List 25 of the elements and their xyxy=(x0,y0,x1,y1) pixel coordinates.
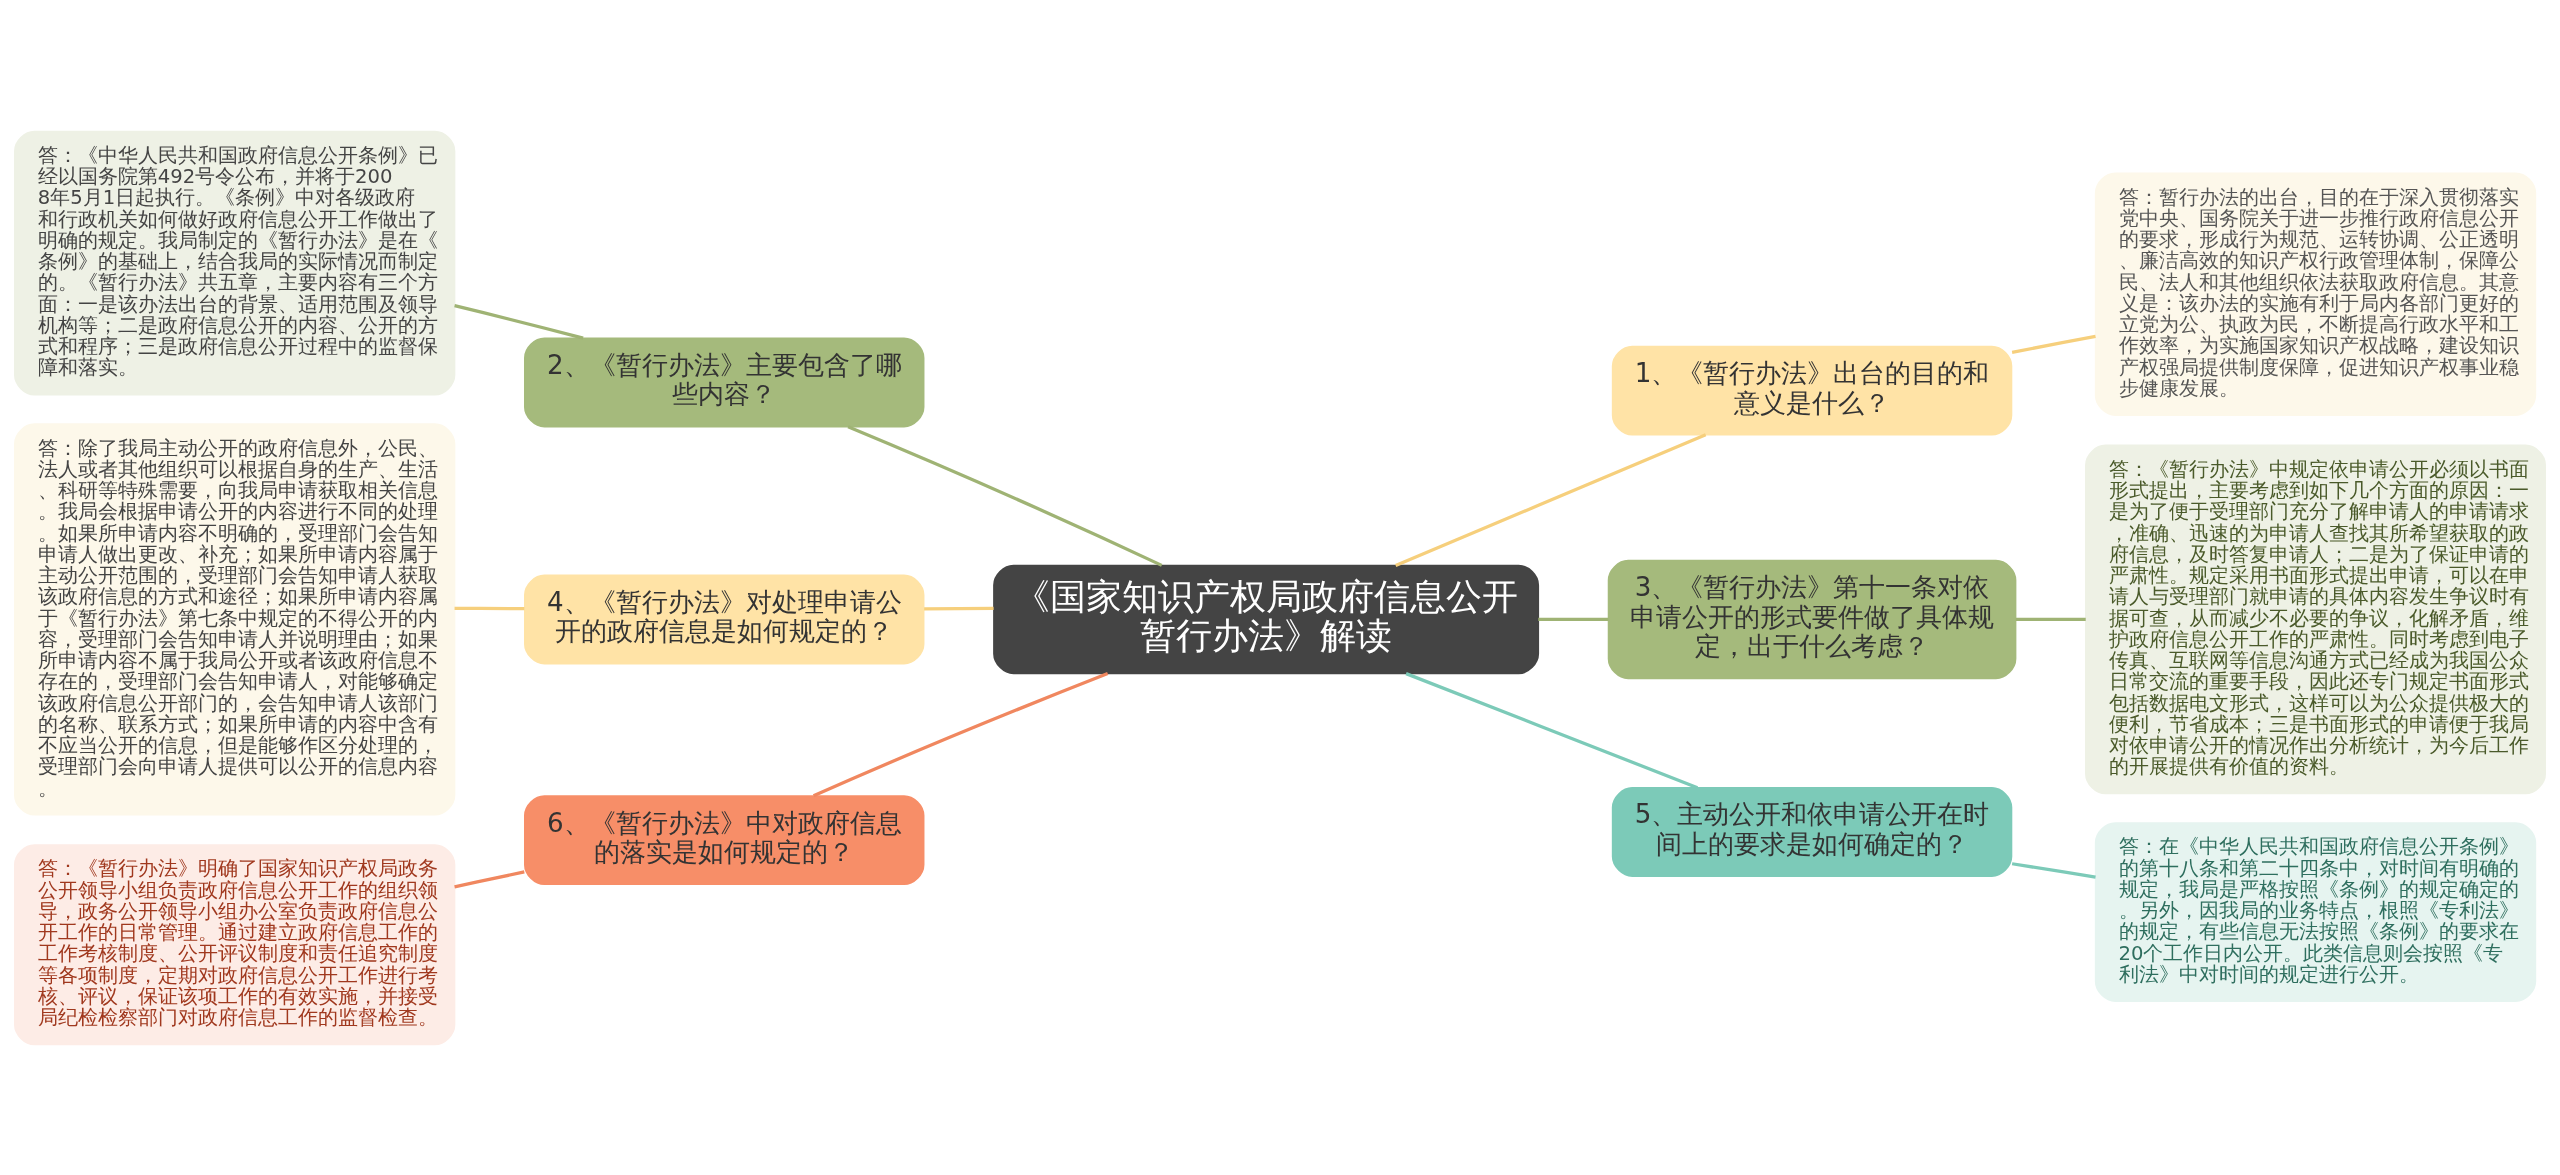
node-box: 3、《暂行办法》第十一条对依申请公开的形式要件做了具体规定，出于什么考虑？ xyxy=(1607,559,2017,679)
connector xyxy=(2011,334,2096,354)
connector xyxy=(847,424,1163,567)
node-box: 答：暂行办法的出台，目的在于深入贯彻落实党中央、国务院关于进一步推行政府信息公开的要求，形成行为规范、运转协调、公正透明、廉洁高效的知识产权行政管理体制，保障公民、法人和其他组织依法获取政府信息。其意义是：该办法的实施有利于局内各部门更好的立党为公、执政为民，不断提高行政水平和工作效率，为实施国家知识产权战略，建设知识产权强局提供制度保障，促进知识产权事业稳步健康发展。 xyxy=(2094,171,2537,416)
node-box: 答：在《中华人民共和国政府信息公开条例》的第十八条和第二十四条中，对时间有明确的规定，我局是严格按照《条例》的规定确定的。另外，因我局的业务特点，根照《专利法》的规定，有些信息无法按照《条例》的要求在20个工作日内公开。此类信息则会按照《专利法》中对时间的规定进行公开。 xyxy=(2094,821,2537,1002)
connector xyxy=(2015,617,2086,621)
node-box: 答：《暂行办法》中规定依申请公开必须以书面形式提出，主要考虑到如下几个方面的原因：一是为了便于受理部门充分了解申请人的申请请求，准确、迅速的为申请人查找其所希望获取的政府信息，及时答复申请人；二是为了保证申请的严肃性。规定采用书面形式提出申请，可以在申请人与受理部门就申请的具体内容发生争议时有据可查，从而减少不必要的争议，化解矛盾，维护政府信息公开工作的严肃性。同时考虑到电子传真、互联网等信息沟通方式已经成为我国公众日常交流的重要手段，因此还专门规定书面形式包括数据电文形式，这样可以为公众提供极大的便利，节省成本；三是书面形式的申请便于我局对依申请公开的情况作出分析统计，为今后工作的开展提供有价值的资料。 xyxy=(2085,444,2546,794)
connector xyxy=(1395,432,1707,567)
node-box: 答：《暂行办法》明确了国家知识产权局政务公开领导小组负责政府信息公开工作的组织领导，政务公开领导小组办公室负责政府信息公开工作的日常管理。通过建立政府信息工作的工作考核制度、公开评议制度和责任追究制度等各项制度，定期对政府信息公开工作进行考核、评议，保证该项工作的有效实施，并接受局纪检检察部门对政府信息工作的监督检查。 xyxy=(14,843,456,1045)
node-box: 6、《暂行办法》中对政府信息的落实是如何规定的？ xyxy=(524,794,925,885)
node-box: 2、《暂行办法》主要包含了哪些内容？ xyxy=(524,337,925,427)
node-box: 5、主动公开和依申请公开在时间上的要求是如何确定的？ xyxy=(1611,786,2013,877)
node-box: 答：除了我局主动公开的政府信息外，公民、法人或者其他组织可以根据自身的生产、生活、科研等特殊需要，向我局申请获取相关信息。我局会根据申请公开的内容进行不同的处理。如果所申请内容不明确的，受理部门会告知申请人做出更改、补充；如果所申请内容属于主动公开范围的，受理部门会告知申请人获取该政府信息的方式和途径；如果所申请内容属于《暂行办法》第七条中规定的不得公开的内容，受理部门会告知申请人并说明理由；如果所申请内容不属于我局公开或者该政府信息不存在的，受理部门会告知申请人，对能够确定该政府信息公开部门的，会告知申请人该部门的名称、联系方式；如果所申请的内容中含有不应当公开的信息，但是能够作区分处理的，受理部门会向申请人提供可以公开的信息内容。 xyxy=(14,422,456,816)
node-box: 答：《中华人民共和国政府信息公开条例》已经以国务院第492号令公布，并将于2008年5月1日起执行。《条例》中对各级政府和行政机关如何做好政府信息公开工作做出了明确的规定。我局制定的《暂行办法》是在《条例》的基础上，结合我局的实际情况而制定的。《暂行办法》共五章，主要内容有三个方面：一是该办法出台的背景、适用范围及领导机构等；二是政府信息公开的内容、公开的方式和程序；三是政府信息公开过程中的监督保障和落实。 xyxy=(14,130,456,396)
node-box: 1、《暂行办法》出台的目的和意义是什么？ xyxy=(1611,345,2013,436)
connector xyxy=(1538,617,1609,621)
connector xyxy=(924,606,994,610)
node-box: 4、《暂行办法》对处理申请公开的政府信息是如何规定的？ xyxy=(524,574,925,664)
connector xyxy=(454,606,525,610)
connector xyxy=(454,869,525,888)
connector xyxy=(1405,671,1699,789)
connector xyxy=(454,303,584,340)
connector xyxy=(812,671,1109,797)
node-box: 《国家知识产权局政府信息公开暂行办法》解读 xyxy=(993,564,1540,674)
connector xyxy=(2011,861,2096,879)
